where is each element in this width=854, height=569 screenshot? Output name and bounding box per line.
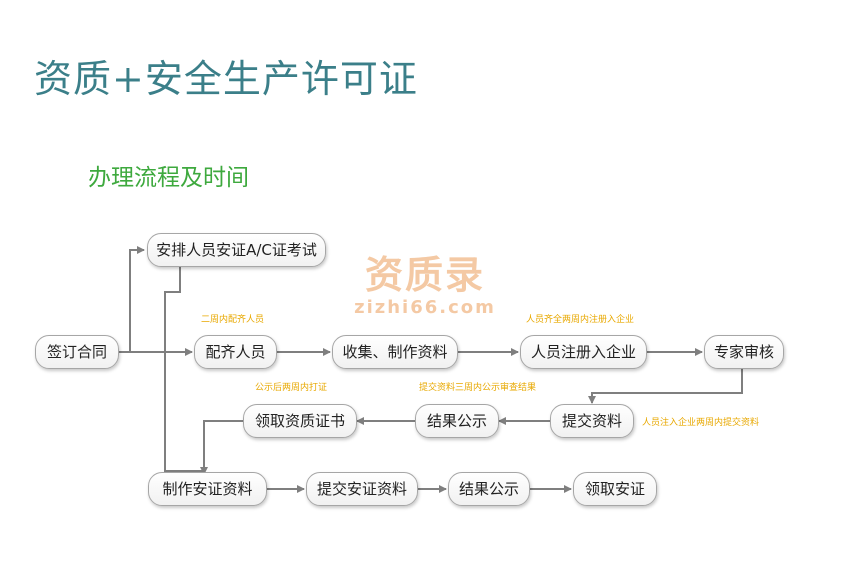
note-register-time: 人员齐全两周内注册入企业 — [526, 315, 635, 325]
page-title: 资质+安全生产许可证 — [34, 57, 418, 101]
arrow-review-to-submit — [588, 369, 743, 404]
node-make-safety-docs: 制作安证资料 — [148, 472, 267, 506]
arrow-cert-to-make-safety — [203, 420, 243, 470]
note-review-time: 提交资料三周内公示审查结果 — [419, 383, 537, 393]
page-subtitle: 办理流程及时间 — [88, 165, 249, 191]
node-publicity-2: 结果公示 — [448, 472, 530, 506]
arrow-sign-to-exam — [129, 246, 145, 352]
node-submit-safety-docs: 提交安证资料 — [306, 472, 418, 506]
arrow-exam-to-make-safety — [164, 266, 208, 475]
note-cert-time: 公示后两周内打证 — [255, 383, 328, 393]
node-expert-review: 专家审核 — [704, 335, 784, 369]
node-publicity: 结果公示 — [415, 404, 499, 438]
node-sign-contract: 签订合同 — [35, 335, 119, 369]
node-arrange-exam: 安排人员安证A/C证考试 — [147, 233, 326, 267]
node-submit-docs: 提交资料 — [550, 404, 634, 438]
node-staff: 配齐人员 — [194, 335, 277, 369]
node-get-safety-license: 领取安证 — [573, 472, 657, 506]
node-register: 人员注册入企业 — [520, 335, 647, 369]
note-staff-time: 二周内配齐人员 — [201, 315, 265, 325]
node-receive-cert: 领取资质证书 — [243, 404, 357, 438]
note-submit-time: 人员注入企业两周内提交资料 — [642, 418, 760, 428]
node-collect-docs: 收集、制作资料 — [332, 335, 458, 369]
